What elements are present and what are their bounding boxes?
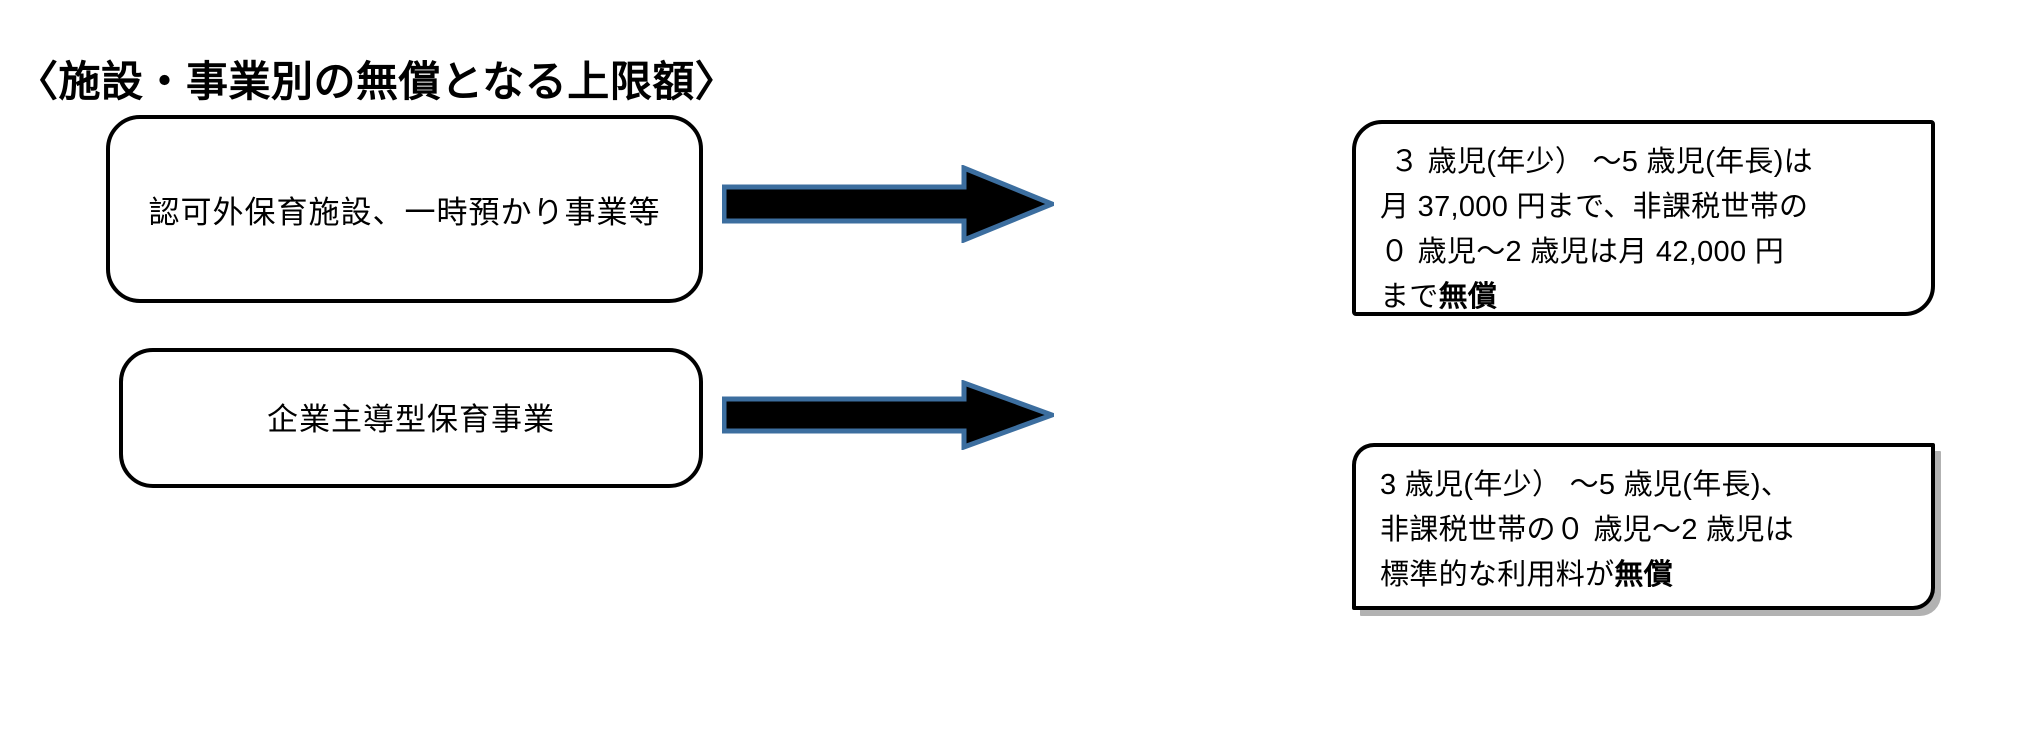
right-box-line-text: ０ 歳児～2 歳児は月 42,000 円: [1380, 236, 1785, 268]
right-box-line-text: まで: [1380, 281, 1439, 313]
right-box-line-text: 非課税世帯の０ 歳児～2 歳児は: [1380, 514, 1795, 546]
left-box-label: 認可外保育施設、一時預かり事業等: [148, 195, 661, 231]
left-box-label: 企業主導型保育事業: [267, 402, 555, 438]
right-box-line: 標準的な利用料が無償: [1380, 553, 1909, 598]
right-box-line-text: 標準的な利用料が: [1380, 559, 1615, 591]
right-box-line: 月 37,000 円まで、非課税世帯の: [1380, 185, 1909, 230]
right-box-line-text: 3 歳児(年少） ～5 歳児(年長)、: [1380, 469, 1791, 501]
right-box-subsidy-cap-2: 3 歳児(年少） ～5 歳児(年長)、 非課税世帯の０ 歳児～2 歳児は 標準的…: [1352, 443, 1935, 610]
right-box-line-text: 月 37,000 円まで、非課税世帯の: [1380, 191, 1809, 223]
arrow-polygon: [722, 165, 1054, 243]
left-box-company-led-childcare: 企業主導型保育事業: [119, 348, 703, 488]
right-box-line: まで無償: [1380, 275, 1909, 320]
arrow-right-icon-2: [722, 380, 1054, 450]
arrow-right-shape-2: [722, 380, 1054, 450]
arrow-polygon: [722, 380, 1054, 450]
right-box-line: ０ 歳児～2 歳児は月 42,000 円: [1380, 230, 1909, 275]
left-box-unlicensed-childcare: 認可外保育施設、一時預かり事業等: [106, 115, 703, 303]
arrow-right-icon-1: [722, 165, 1054, 243]
right-box-line-emphasis: 無償: [1438, 281, 1498, 313]
right-box-line: ３ 歳児(年少） ～5 歳児(年長)は: [1380, 140, 1909, 185]
right-box-line: 非課税世帯の０ 歳児～2 歳児は: [1380, 508, 1909, 553]
right-box-line-text: ３ 歳児(年少） ～5 歳児(年長)は: [1390, 146, 1813, 178]
right-box-line: 3 歳児(年少） ～5 歳児(年長)、: [1380, 463, 1909, 508]
right-box-line-emphasis: 無償: [1614, 559, 1674, 591]
right-box-subsidy-cap-1: ３ 歳児(年少） ～5 歳児(年長)は 月 37,000 円まで、非課税世帯の …: [1352, 120, 1935, 316]
arrow-right-shape-1: [722, 165, 1054, 243]
page-title: 〈施設・事業別の無償となる上限額〉: [16, 58, 738, 105]
